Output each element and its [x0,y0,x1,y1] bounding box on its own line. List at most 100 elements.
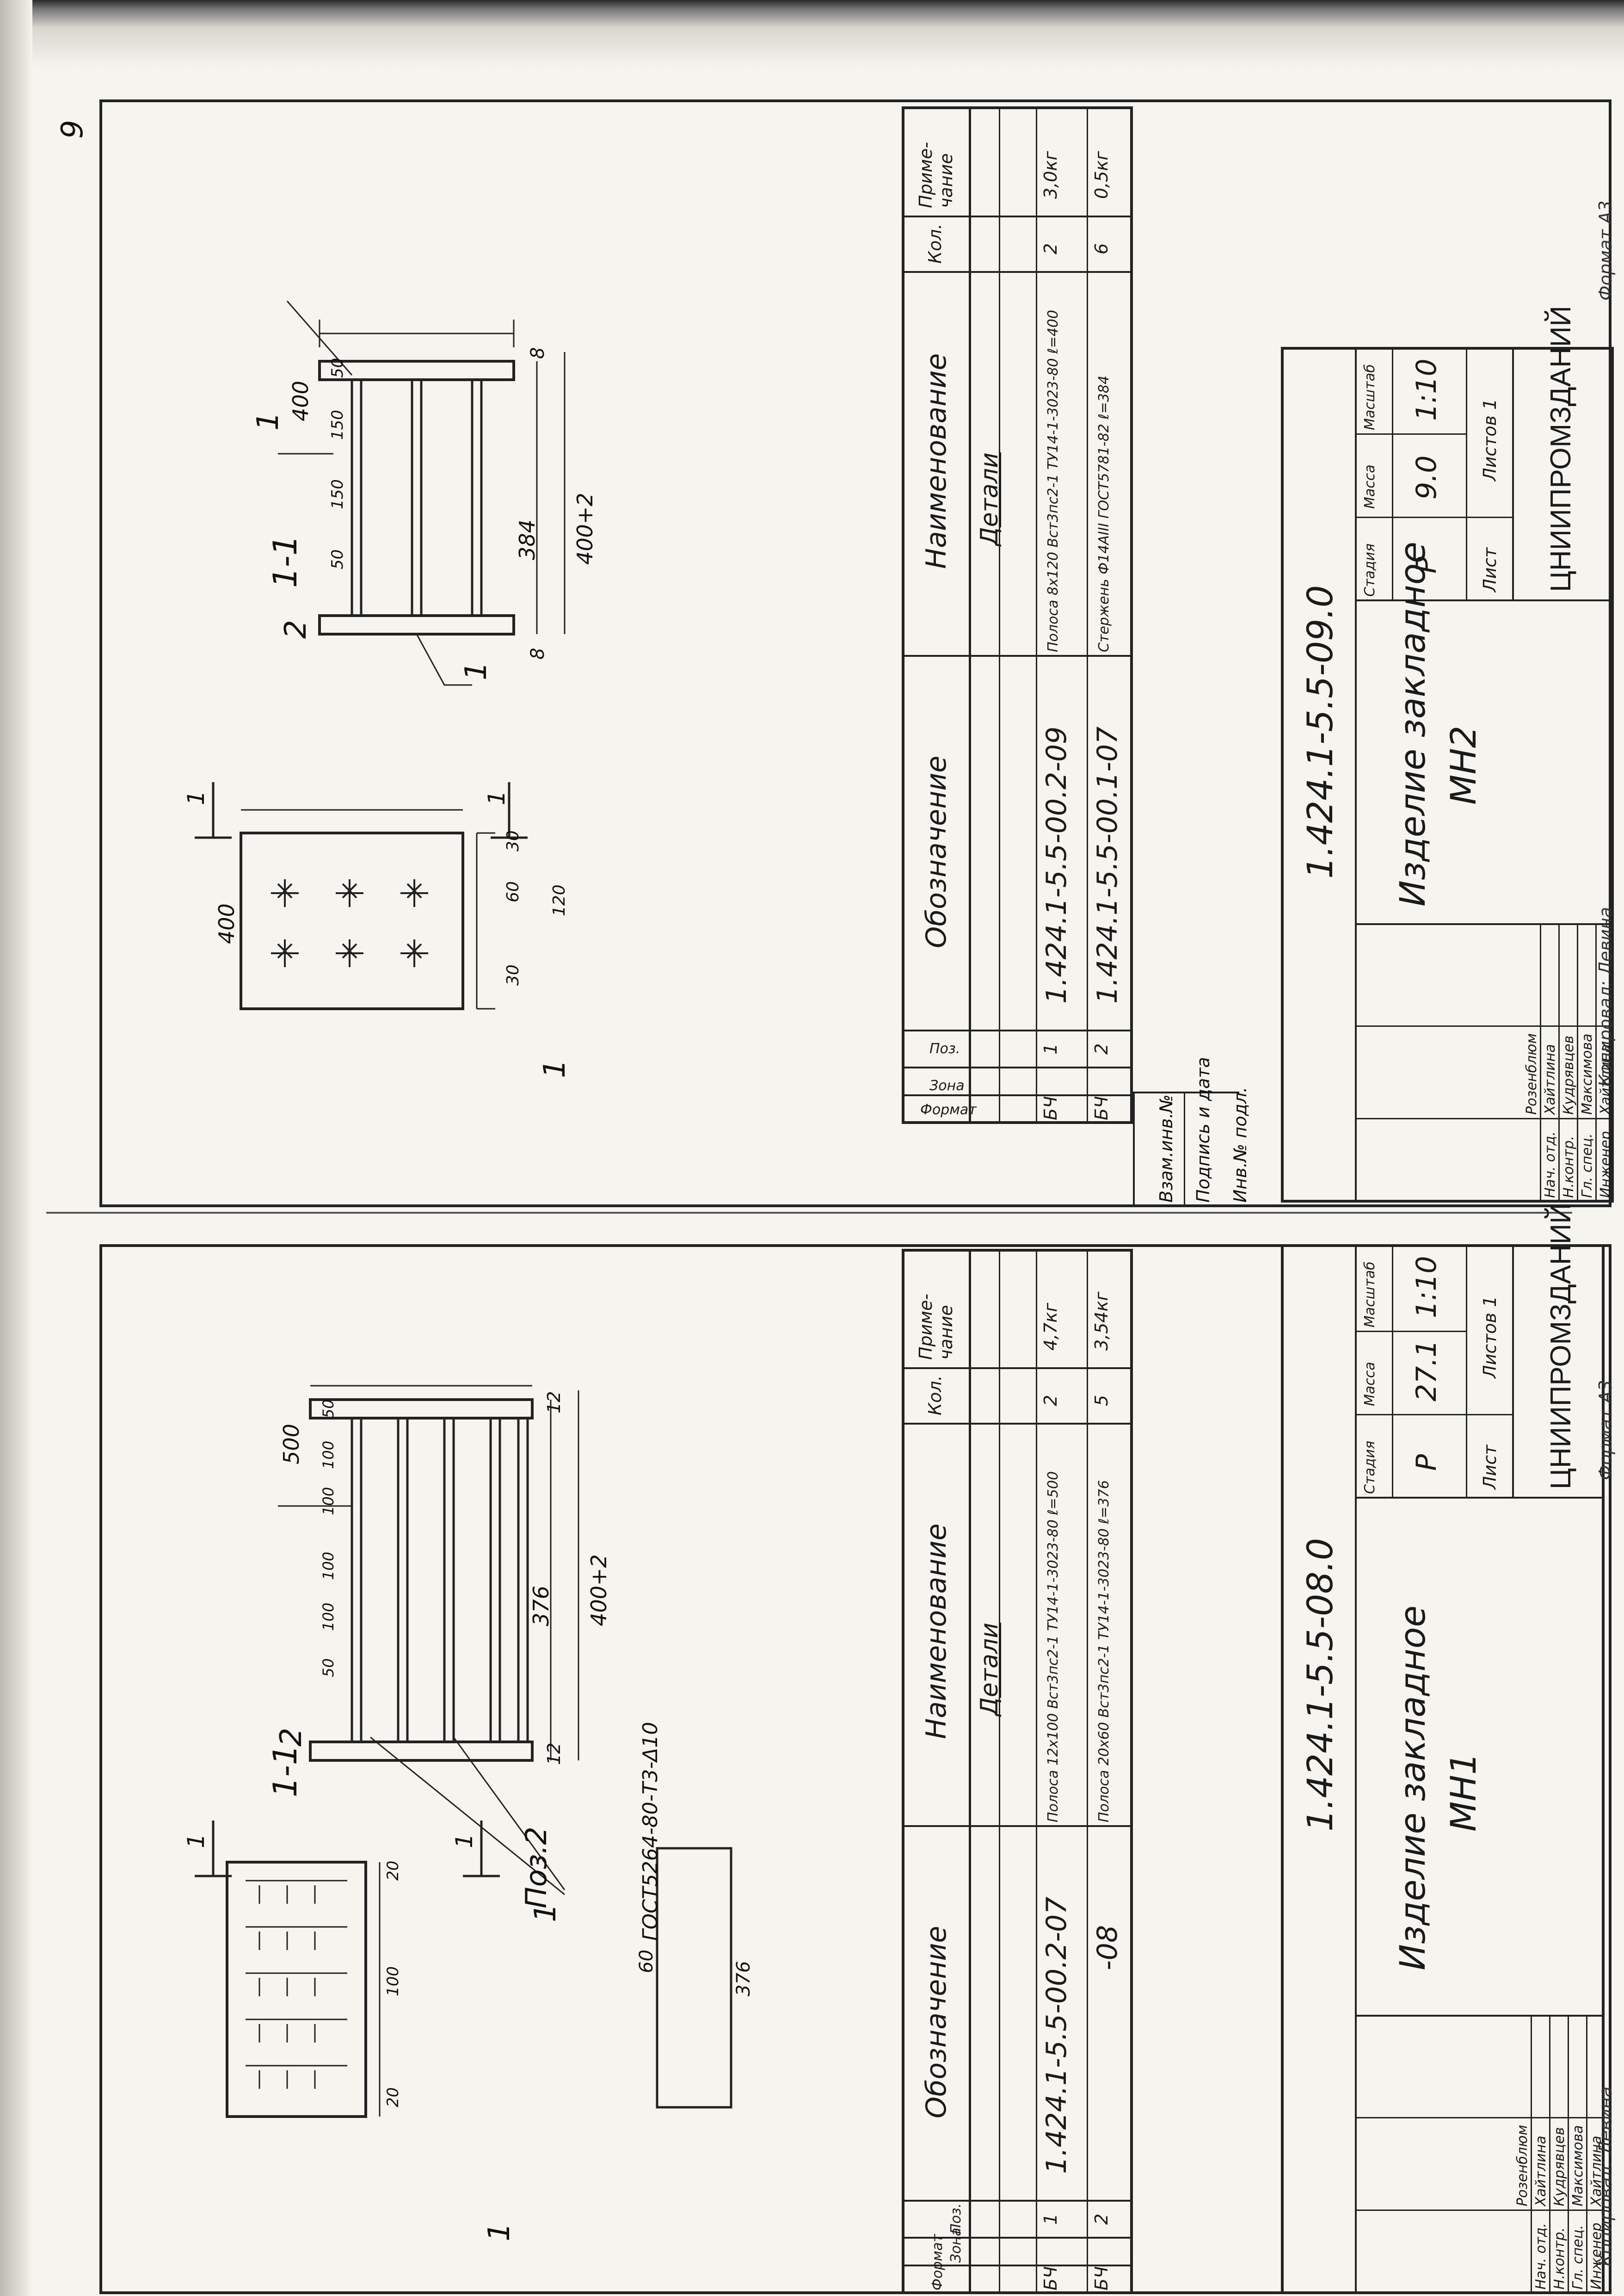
dim-text: 50 [328,549,347,569]
doc-mark-mn2: МН2 [1443,725,1484,805]
gost-note: ГОСТ5264-80-Т3-Δ10 [639,1722,662,1941]
col-naimenovanie: Наименование [920,353,953,569]
row2-prim: 3,54кг [1091,1291,1112,1351]
dim-text: 400 [288,381,313,421]
role-1: Нач. отд. [1542,1131,1558,1198]
dim-text: 100 [320,1441,337,1469]
dim-text: 20 [384,2087,402,2107]
role-2: Н.контр. [1551,2227,1568,2290]
org-name-mn1: ЦНИИПРОМЗДАНИЙ [1545,1203,1577,1489]
stamp-stage-value: Р [1410,556,1443,574]
row1-poz: 1 [1040,2213,1061,2225]
callout-1: 1 [529,1903,563,1922]
dim-text: 100 [320,1552,337,1580]
dim-text: 400+2 [586,1554,611,1626]
row1-kol: 2 [1040,243,1061,254]
role-3: Гл. спец. [1570,2225,1586,2290]
details-heading: Детали [976,1623,1003,1716]
dim-text: 50 [328,358,347,378]
section-label: 1-1 [266,1745,304,1797]
role-4: Инженер [1598,1131,1614,1198]
col-poz: Поз. [948,2203,964,2234]
title-block-mn1: 1.424.1-5.5-08.0 Изделие закладное МН1 С… [1281,1203,1605,2294]
col-format: Формат [920,1102,977,1118]
dim-text: 12 [544,1391,564,1413]
col-naimenovanie: Наименование [920,1523,953,1739]
dim-text: 8 [527,648,548,660]
name-2: Хайтлина [1542,1044,1558,1115]
row1-oboz: 1.424.1-5.5-00.2-07 [1040,1896,1073,2174]
dim-text: 30 [504,830,523,852]
col-oboznachenie: Обозначение [920,1926,953,2118]
row2-format: БЧ [1091,2266,1112,2290]
doc-mark-mn1: МН1 [1443,1752,1484,1832]
dim-text: 100 [320,1487,337,1515]
plan-view-mn1 [195,1821,500,2118]
name-3: Кудрявцев [1561,1035,1577,1115]
row2-naim: Полоса 20x60 Вст3пс2-1 ТУ14-1-3023-80 ℓ=… [1096,1480,1112,1822]
format-note-mn1: Формат А3 [1595,1380,1616,1480]
col-kol: Кол. [925,223,945,264]
stamp-stadia: Стадия [1362,1440,1378,1494]
title-block-mn2: 1.424.1-5.5-09.0 Изделие закладное МН2 С… [1281,306,1614,1203]
callout-1: 1 [482,2222,517,2241]
scan-edge-left [0,0,32,2296]
row1-kol: 2 [1040,1395,1061,1406]
row1-prim: 4,7кг [1040,1302,1061,1351]
callout-2: 2 [279,620,313,639]
row2-oboz: 1.424.1-5.5-00.1-07 [1091,726,1124,1004]
row2-poz: 2 [1091,1043,1112,1055]
spec-table-mn1: Обозначение Наименование Кол. Приме-чани… [902,1249,1133,2294]
role-1: Нач. отд. [1533,2223,1549,2290]
copy-note-mn1: Копировал: Левина [1595,2086,1616,2266]
dim-text: 376 [733,1961,754,1996]
row2-format: БЧ [1091,1096,1112,1120]
stamp-mass-value: 27.1 [1410,1339,1443,1401]
row2-oboz: -08 [1091,1925,1124,1970]
section-arrow-1: 1 [451,1833,478,1848]
stamp-mass-value: 9.0 [1410,455,1443,500]
drawing-mn1: 500 50 100 100 100 100 50 12 376 400+2 1… [183,1385,754,2241]
drawing-mn2: 400 50 150 150 50 384 400+2 8 8 400 30 6… [183,301,597,1078]
stamp-listov: Листов 1 [1480,398,1500,481]
stamp-scale-value: 1:10 [1410,358,1443,421]
doc-code-mn2: 1.424.1-5.5-09.0 [1299,585,1341,879]
col-zona: Зона [929,1078,965,1094]
format-note-mn2: Формат А3 [1595,200,1616,301]
dim-text: 150 [328,479,347,509]
col-kol: Кол. [925,1375,945,1415]
row2-kol: 5 [1091,1395,1112,1406]
stamp-massa: Масса [1362,464,1378,509]
row2-naim: Стержень Ф14АIII ГОСТ5781-82 ℓ=384 [1096,375,1112,652]
dim-text: 8 [527,347,548,359]
name-3: Кудрявцев [1551,2127,1568,2206]
row2-kol: 6 [1091,243,1112,254]
stamp-listov: Листов 1 [1480,1296,1500,1378]
dim-text: 400 [214,903,239,944]
side-inv-podl: Инв.№ подл. [1230,1086,1250,1203]
side-podpis: Подпись и дата [1193,1057,1213,1203]
row2-poz: 2 [1091,2213,1112,2225]
name-2: Хайтлина [1533,2136,1549,2206]
spec-table-mn2: Формат Зона Поз. Обозначение Наименовани… [902,106,1133,1124]
col-format: Формат [929,2234,946,2290]
poz2-label: Поз.2 [519,1827,553,1908]
role-2: Н.контр. [1561,1136,1577,1198]
doc-title-mn2: Изделие закладное [1392,542,1433,907]
col-primechanie: Приме-чание [916,1293,956,1360]
name-1: Розенблюм [1524,1033,1540,1115]
callout-2: 2 [274,1728,308,1747]
section-arrow-1: 1 [183,790,209,805]
row2-prim: 0,5кг [1091,151,1112,199]
dim-text: 400+2 [572,493,597,565]
sheet-divider [46,1212,1572,1214]
sheet-mn1-frame [99,1244,1612,2294]
section-label: 1-1 [266,535,304,588]
callout-1: 1 [459,661,493,680]
row1-oboz: 1.424.1-5.5-00.2-09 [1040,726,1073,1004]
scan-edge-top [0,0,1624,69]
name-4: Максимова [1579,1033,1595,1115]
page-number: 9 [55,120,90,139]
col-oboznachenie: Обозначение [920,755,953,948]
section-view-mn2 [278,301,566,686]
